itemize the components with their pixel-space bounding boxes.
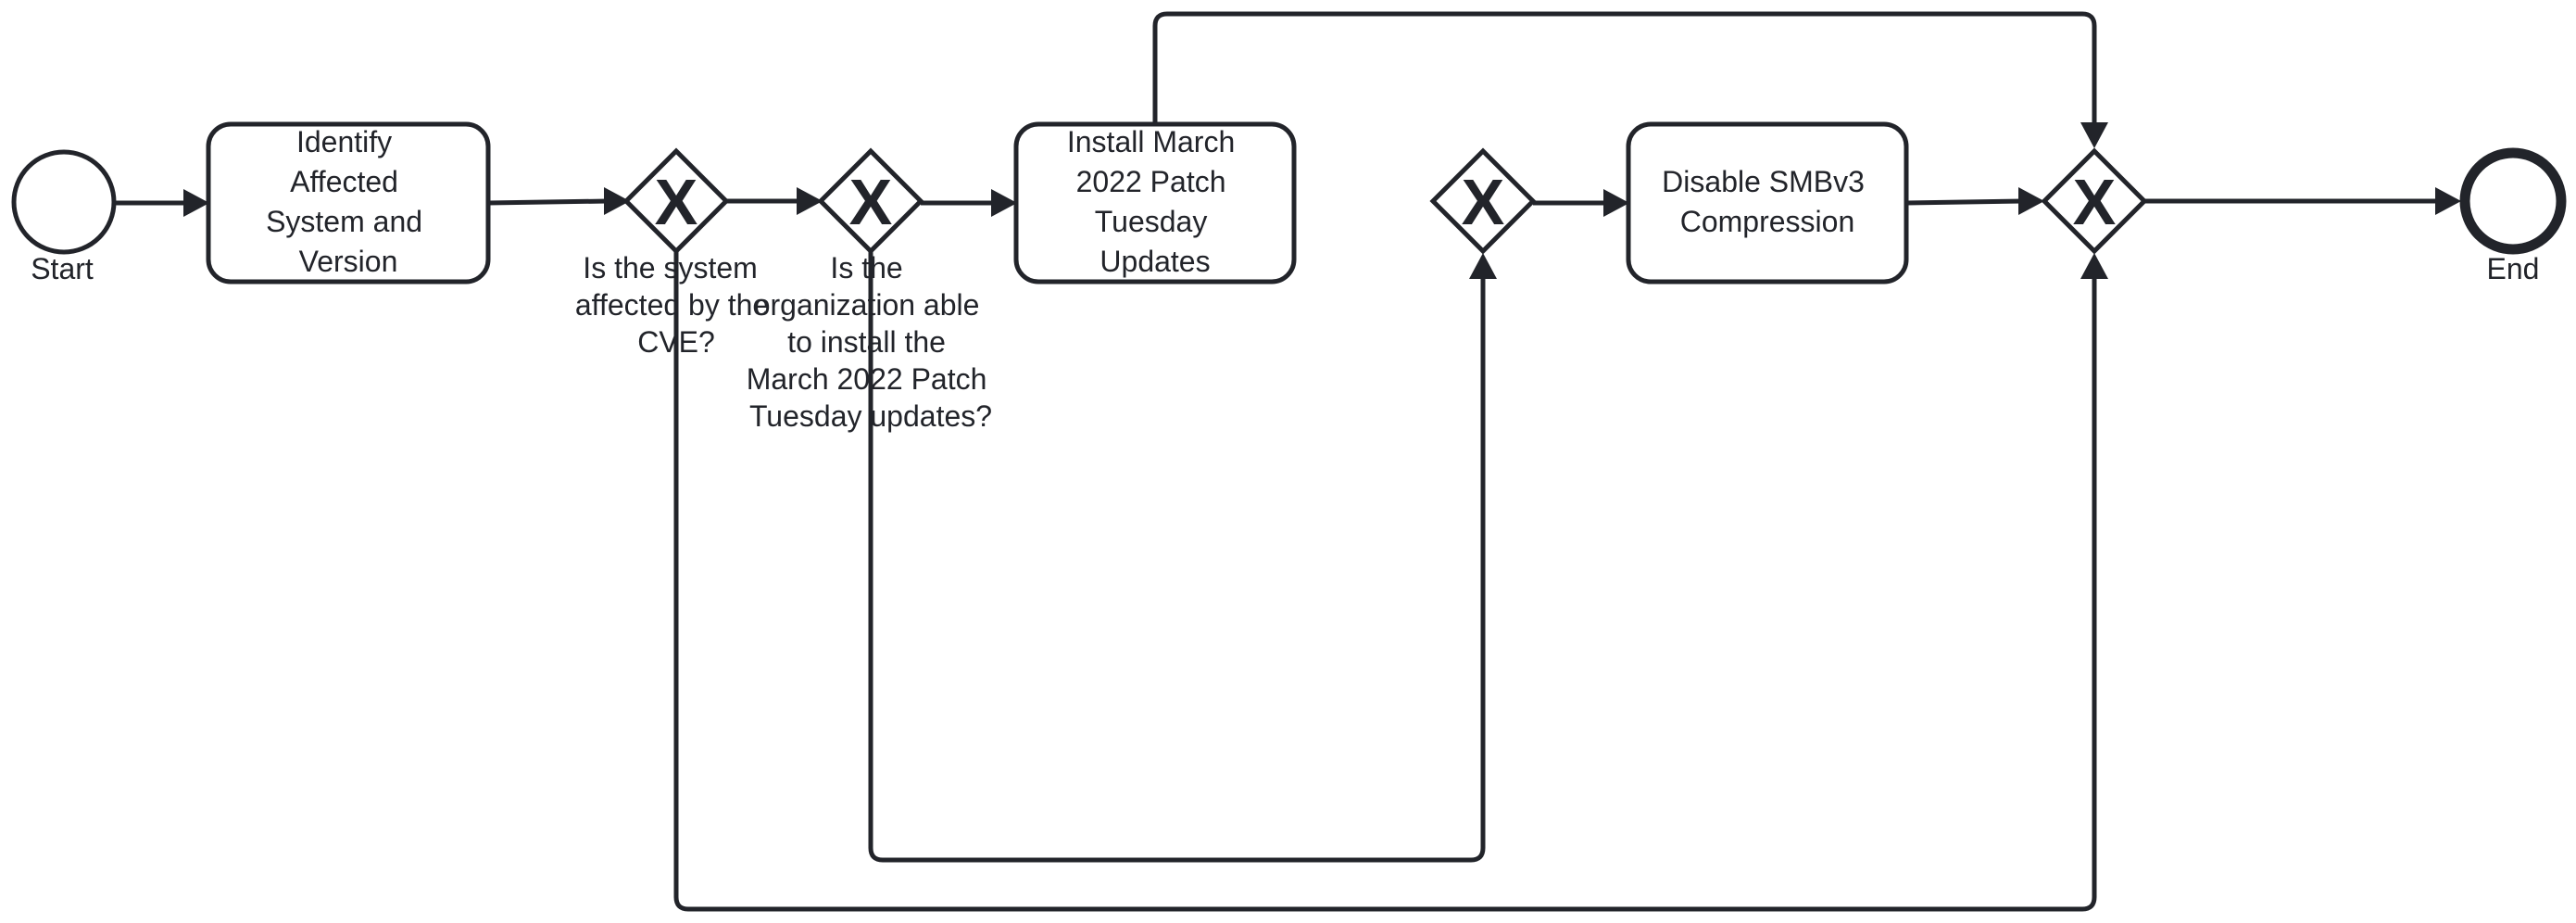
flow-gateway-affected-to-gateway-merge[interactable]: [673, 249, 2097, 912]
end-event-label: End: [2487, 252, 2540, 285]
flow-gateway-able-to-gateway-skip[interactable]: [868, 249, 1486, 863]
gateway-x-icon: X: [849, 166, 893, 238]
gateway-able-to-install[interactable]: X: [817, 147, 924, 255]
arrowhead: [604, 187, 630, 215]
task-install-patch-tuesday[interactable]: Install March 2022 Patch Tuesday Updates: [1013, 121, 1297, 284]
task-identify-affected-system[interactable]: Identify Affected System and Version: [206, 121, 491, 284]
end-event[interactable]: End: [2459, 147, 2567, 285]
start-event-label: Start: [31, 252, 94, 285]
gateway-x-icon: X: [1462, 166, 1505, 238]
gateway-skip[interactable]: X: [1429, 147, 1537, 255]
sequence-flows: [115, 11, 2461, 912]
arrowhead: [2435, 187, 2461, 215]
task-install-label: Install March 2022 Patch Tuesday Updates: [1067, 125, 1243, 278]
arrowhead: [1469, 253, 1497, 279]
task-identify-label: Identify Affected System and Version: [266, 125, 431, 278]
arrowhead: [2018, 187, 2044, 215]
flow-identify-to-gateway-affected[interactable]: [487, 198, 609, 206]
arrowhead: [183, 189, 209, 217]
start-event[interactable]: Start: [11, 149, 117, 285]
arrowhead: [2080, 253, 2108, 279]
gateway-system-affected[interactable]: X: [622, 147, 730, 255]
gateway-affected-label: Is the system affected by the CVE?: [575, 251, 777, 359]
task-disable-label: Disable SMBv3 Compression: [1662, 165, 1873, 238]
task-disable-smbv3-compression[interactable]: Disable SMBv3 Compression: [1626, 121, 1909, 284]
gateway-x-icon: X: [2073, 166, 2117, 238]
arrowhead: [797, 187, 823, 215]
arrowhead: [2080, 122, 2108, 148]
arrowhead: [1603, 189, 1629, 217]
gateway-merge[interactable]: X: [2041, 147, 2148, 255]
arrowhead: [991, 189, 1017, 217]
gateway-x-icon: X: [655, 166, 698, 238]
flow-disable-to-gateway-merge[interactable]: [1905, 198, 2024, 206]
gateway-able-label: Is the organization able to install the …: [747, 251, 996, 433]
flow-install-to-gateway-merge[interactable]: [1152, 11, 2097, 128]
